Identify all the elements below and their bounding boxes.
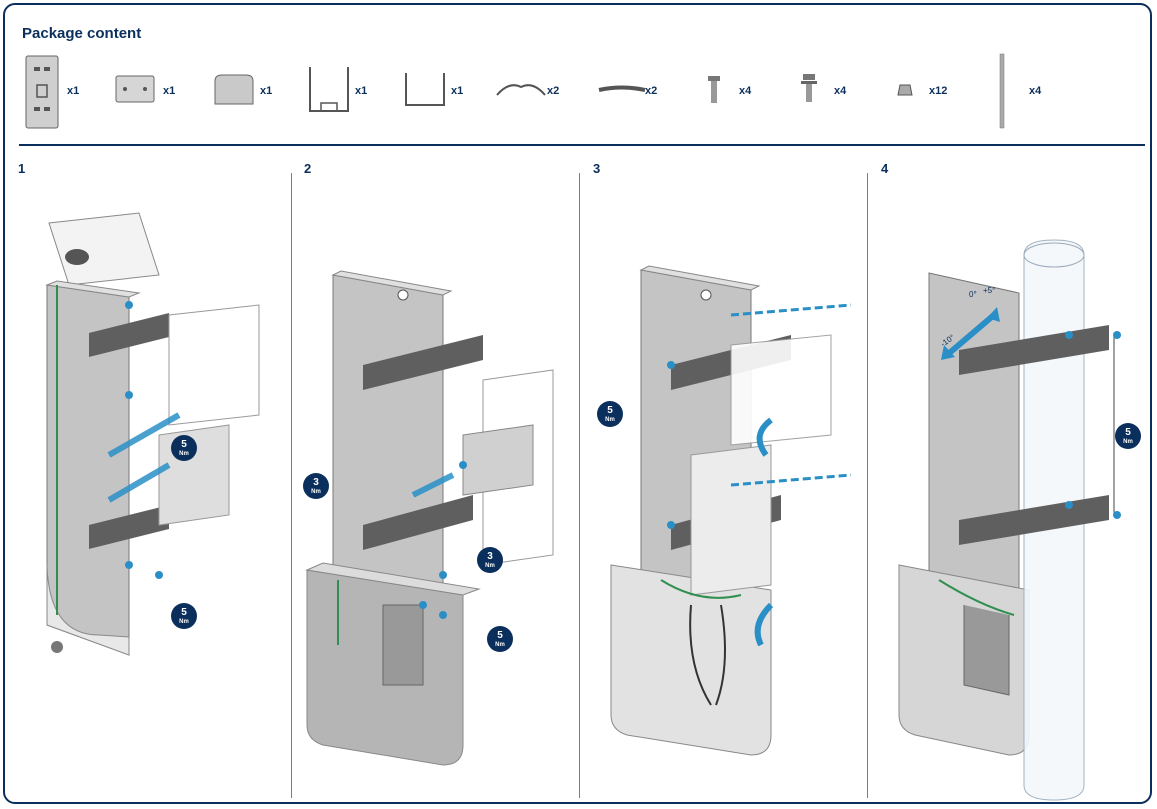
nut-icon xyxy=(897,84,913,96)
torque-unit: Nm xyxy=(179,451,189,457)
step-1-illustration: 5 Nm 5 Nm xyxy=(19,185,289,805)
torque-badge: 3 Nm xyxy=(477,547,503,573)
threaded-rod-icon xyxy=(999,53,1005,129)
torque-badge: 5 Nm xyxy=(171,603,197,629)
torque-unit: Nm xyxy=(495,642,505,648)
item-qty: x1 xyxy=(67,85,80,97)
item-qty: x1 xyxy=(451,85,464,97)
step-4-drawing: -10° 0° +5° xyxy=(898,239,1121,801)
tilt-angle-label: +5° xyxy=(983,286,995,295)
torque-unit: Nm xyxy=(179,619,189,625)
torque-badge: 3 Nm xyxy=(303,473,329,499)
step-2-number: 2 xyxy=(304,161,312,176)
package-item: x4 xyxy=(995,49,1075,134)
section-divider xyxy=(19,144,1145,146)
u-bracket-flat-icon xyxy=(405,73,445,106)
torque-value: 3 xyxy=(487,551,493,562)
step-3-number: 3 xyxy=(593,161,601,176)
item-qty: x4 xyxy=(834,85,847,97)
item-qty: x12 xyxy=(929,85,948,97)
torque-unit: Nm xyxy=(1123,439,1133,445)
package-items: x1 x1 x1 x1 xyxy=(5,49,1154,134)
u-bracket-tall-icon xyxy=(309,67,349,112)
flat-strap-icon xyxy=(598,85,646,92)
step-separator xyxy=(579,173,580,798)
package-item: x12 xyxy=(895,49,975,134)
torque-value: 5 xyxy=(497,630,503,641)
package-item: x2 xyxy=(493,49,583,134)
item-qty: x1 xyxy=(260,85,273,97)
bolt-icon xyxy=(708,76,720,103)
package-item: x4 xyxy=(705,49,775,134)
package-item: x2 xyxy=(595,49,685,134)
torque-badge: 5 Nm xyxy=(597,401,623,427)
step-1-number: 1 xyxy=(18,161,26,176)
step-separator xyxy=(867,173,868,798)
step-separator xyxy=(291,173,292,798)
package-item: x1 xyxy=(401,49,481,134)
step-4-illustration: -10° 0° +5° 5 Nm xyxy=(869,185,1151,805)
torque-value: 3 xyxy=(313,477,319,488)
package-item: x4 xyxy=(798,49,868,134)
mounting-plate-icon xyxy=(25,55,59,129)
item-qty: x2 xyxy=(547,85,560,97)
package-item: x1 xyxy=(305,49,385,134)
torque-badge: 5 Nm xyxy=(1115,423,1141,449)
item-qty: x2 xyxy=(645,85,658,97)
package-item: x1 xyxy=(113,49,193,134)
torque-value: 5 xyxy=(181,607,187,618)
step-4-number: 4 xyxy=(881,161,889,176)
tilt-angle-label: 0° xyxy=(969,290,977,299)
package-item: x1 xyxy=(21,49,91,134)
step-1-drawing xyxy=(45,212,260,656)
step-2-drawing xyxy=(305,270,554,766)
package-item: x1 xyxy=(210,49,290,134)
torque-value: 5 xyxy=(181,439,187,450)
item-qty: x1 xyxy=(355,85,368,97)
step-3-drawing xyxy=(610,265,852,756)
torque-unit: Nm xyxy=(605,417,615,423)
step-2-illustration: 3 Nm 3 Nm 5 Nm xyxy=(293,185,577,805)
torque-unit: Nm xyxy=(485,563,495,569)
item-qty: x4 xyxy=(739,85,752,97)
torque-badge: 5 Nm xyxy=(171,435,197,461)
bolt-washer-icon xyxy=(801,74,817,102)
step-3-illustration: 5 Nm xyxy=(581,185,865,805)
torque-unit: Nm xyxy=(311,489,321,495)
curved-strap-icon xyxy=(496,84,546,96)
torque-value: 5 xyxy=(1125,427,1131,438)
small-plate-icon xyxy=(115,75,155,103)
torque-badge: 5 Nm xyxy=(487,626,513,652)
item-qty: x4 xyxy=(1029,85,1042,97)
package-title: Package content xyxy=(22,25,142,42)
item-qty: x1 xyxy=(163,85,176,97)
torque-value: 5 xyxy=(607,405,613,416)
cover-icon xyxy=(214,74,254,105)
instruction-sheet: Package content x1 x1 x1 xyxy=(3,3,1152,804)
